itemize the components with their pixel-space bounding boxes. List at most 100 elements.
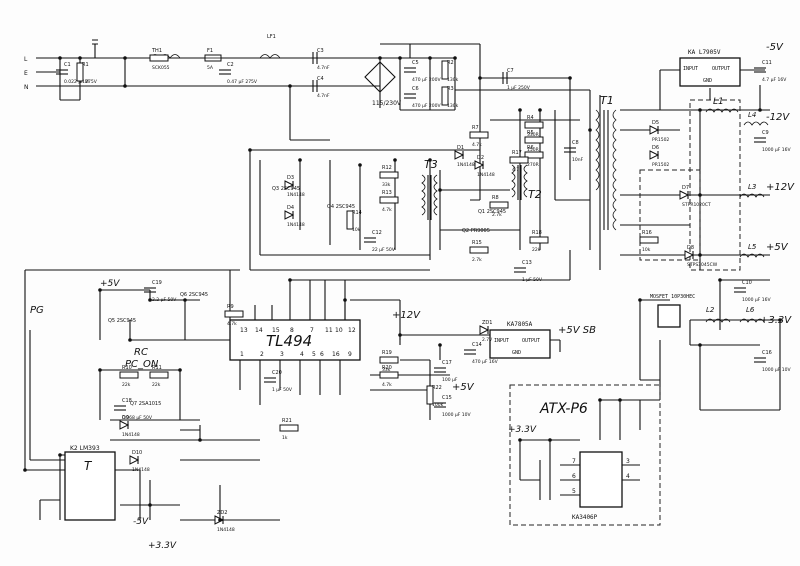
wire-network bbox=[24, 39, 781, 521]
label-d5: D5 bbox=[652, 120, 659, 126]
inductor-l3: L3 bbox=[739, 183, 765, 198]
label-d1: D1 bbox=[457, 145, 464, 151]
value-c1: 0.022 µF 275V bbox=[64, 79, 98, 85]
tl494-pin-10: 10 bbox=[335, 327, 343, 334]
ic-ka7805: KA7805A INPUT OUTPUT GND bbox=[489, 321, 551, 359]
value-c5: 470 µF 200V bbox=[412, 77, 441, 83]
transistor-q3: Q3 2SC945 bbox=[272, 186, 300, 192]
label-r21: R21 bbox=[282, 418, 292, 424]
value-c9: 1000 µF 16V bbox=[762, 147, 791, 153]
label-c6: C6 bbox=[412, 86, 419, 92]
value-r6: 270R bbox=[527, 162, 539, 168]
label-d6: D6 bbox=[652, 145, 659, 151]
value-c13: 1 µF 50V bbox=[522, 277, 543, 283]
value-c20: 1 µF 50V bbox=[272, 387, 293, 393]
junction-dot bbox=[438, 188, 442, 192]
ic-atx-p6: ATX-P6 KA3406P bbox=[539, 401, 623, 521]
label-r10: R10 bbox=[122, 365, 132, 371]
l6-label: L6 bbox=[746, 306, 755, 314]
inductor-l5: L5 bbox=[739, 243, 765, 258]
junction-dot bbox=[428, 56, 432, 60]
label-c12: C12 bbox=[372, 230, 382, 236]
junction-dot bbox=[568, 76, 572, 80]
value-d9: 1N4148 bbox=[122, 432, 140, 438]
label-c2: C2 bbox=[227, 62, 234, 68]
mosfet-label: MOSFET 10P30HEC bbox=[650, 294, 695, 300]
l7905-gnd: GND bbox=[703, 78, 712, 84]
value-r5: 150R bbox=[527, 147, 539, 153]
value-th1: SCK055 bbox=[152, 65, 170, 71]
power-good-label: PG bbox=[30, 305, 44, 316]
l2-label: L2 bbox=[706, 306, 715, 314]
label-c7: C7 bbox=[507, 68, 514, 74]
junction-dot bbox=[98, 368, 102, 372]
junction-dot bbox=[148, 503, 152, 507]
value-r18: 22k bbox=[532, 247, 541, 253]
junction-dot bbox=[398, 56, 402, 60]
tl494-pin-9: 9 bbox=[348, 351, 352, 358]
value-r12: 33k bbox=[382, 182, 391, 188]
label-r4: R4 bbox=[527, 115, 534, 121]
label-c5: C5 bbox=[412, 60, 419, 66]
label-c19: C19 bbox=[152, 280, 162, 286]
output-filter-frame bbox=[689, 99, 741, 271]
l5-label: L5 bbox=[748, 243, 757, 251]
junction-dot bbox=[288, 278, 292, 282]
rail-plus-12v-ctrl: +12V bbox=[392, 310, 421, 321]
component-c5: C5 470 µF 200V bbox=[404, 60, 441, 83]
l7905-label: KA L7905V bbox=[688, 49, 721, 56]
value-zd1: 2.7V bbox=[482, 337, 493, 343]
component-c3: C34.7nF bbox=[312, 48, 330, 71]
label-r2: R2 bbox=[447, 60, 454, 66]
label-r15: R15 bbox=[472, 240, 482, 246]
junction-dot bbox=[78, 56, 82, 60]
component-c20: C20 1 µF 50V bbox=[264, 370, 293, 393]
component-c12: C12 22 µF 50V bbox=[364, 230, 396, 253]
k2-label: K2 LM393 bbox=[70, 445, 100, 452]
bridge-rectifier: 115/230V bbox=[364, 61, 402, 107]
ac-input-e: E bbox=[24, 70, 28, 77]
junction-dots bbox=[23, 56, 782, 522]
t2-label: T2 bbox=[528, 188, 542, 201]
rail-plus-5v-ctrl: +5V bbox=[452, 382, 475, 393]
label-c17: C17 bbox=[442, 360, 452, 366]
component-c4: C44.7nF bbox=[312, 76, 330, 99]
label-d9: D9 bbox=[122, 415, 129, 421]
rail-5v-standby: +5V SB bbox=[558, 325, 596, 336]
value-c12: 22 µF 50V bbox=[372, 247, 396, 253]
label-c20: C20 bbox=[272, 370, 282, 376]
inductor-l6: L6 bbox=[739, 306, 765, 323]
value-c14: 470 µF 16V bbox=[472, 359, 499, 365]
junction-dot bbox=[698, 193, 702, 197]
ac-input-l: L bbox=[24, 56, 28, 63]
label-d7: D7 bbox=[682, 185, 689, 191]
value-r2: 130k bbox=[447, 77, 459, 83]
l4-label: L4 bbox=[748, 111, 756, 119]
label-d10: D10 bbox=[132, 450, 142, 456]
label-c11: C11 bbox=[762, 60, 772, 66]
value-c7: 1 µF 250V bbox=[507, 85, 531, 91]
value-c15: 1000 µF 10V bbox=[442, 412, 471, 418]
junction-dot bbox=[438, 343, 442, 347]
junction-dot bbox=[148, 298, 152, 302]
component-lf1: LF1 bbox=[267, 34, 276, 40]
junction-dot bbox=[548, 438, 552, 442]
tl494-label: TL494 bbox=[266, 332, 312, 350]
label-th1: TH1 bbox=[151, 48, 162, 54]
tl494-pin-14: 14 bbox=[255, 327, 263, 334]
ka7805-input: INPUT bbox=[494, 338, 509, 344]
junction-dot bbox=[538, 108, 542, 112]
